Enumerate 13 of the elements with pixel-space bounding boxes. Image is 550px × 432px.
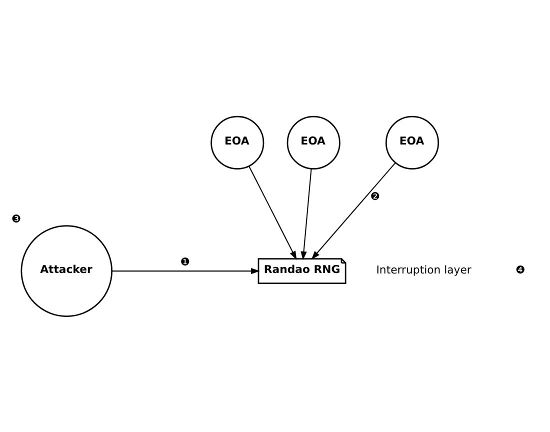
label: ❹ [516,263,526,276]
arrow [112,267,260,274]
edge-label: ❷ [370,189,380,202]
node-circle: Attacker [20,224,112,316]
node-circle: EOA [385,115,440,169]
node-circle: EOA [210,115,264,169]
arrow [248,165,297,260]
arrow [300,168,312,260]
arrow [311,162,396,260]
edge-label: ❶ [180,254,190,268]
label: Interruption layer [376,263,472,276]
node-label: ❸ [11,212,22,225]
node-circle: EOA [286,115,340,169]
